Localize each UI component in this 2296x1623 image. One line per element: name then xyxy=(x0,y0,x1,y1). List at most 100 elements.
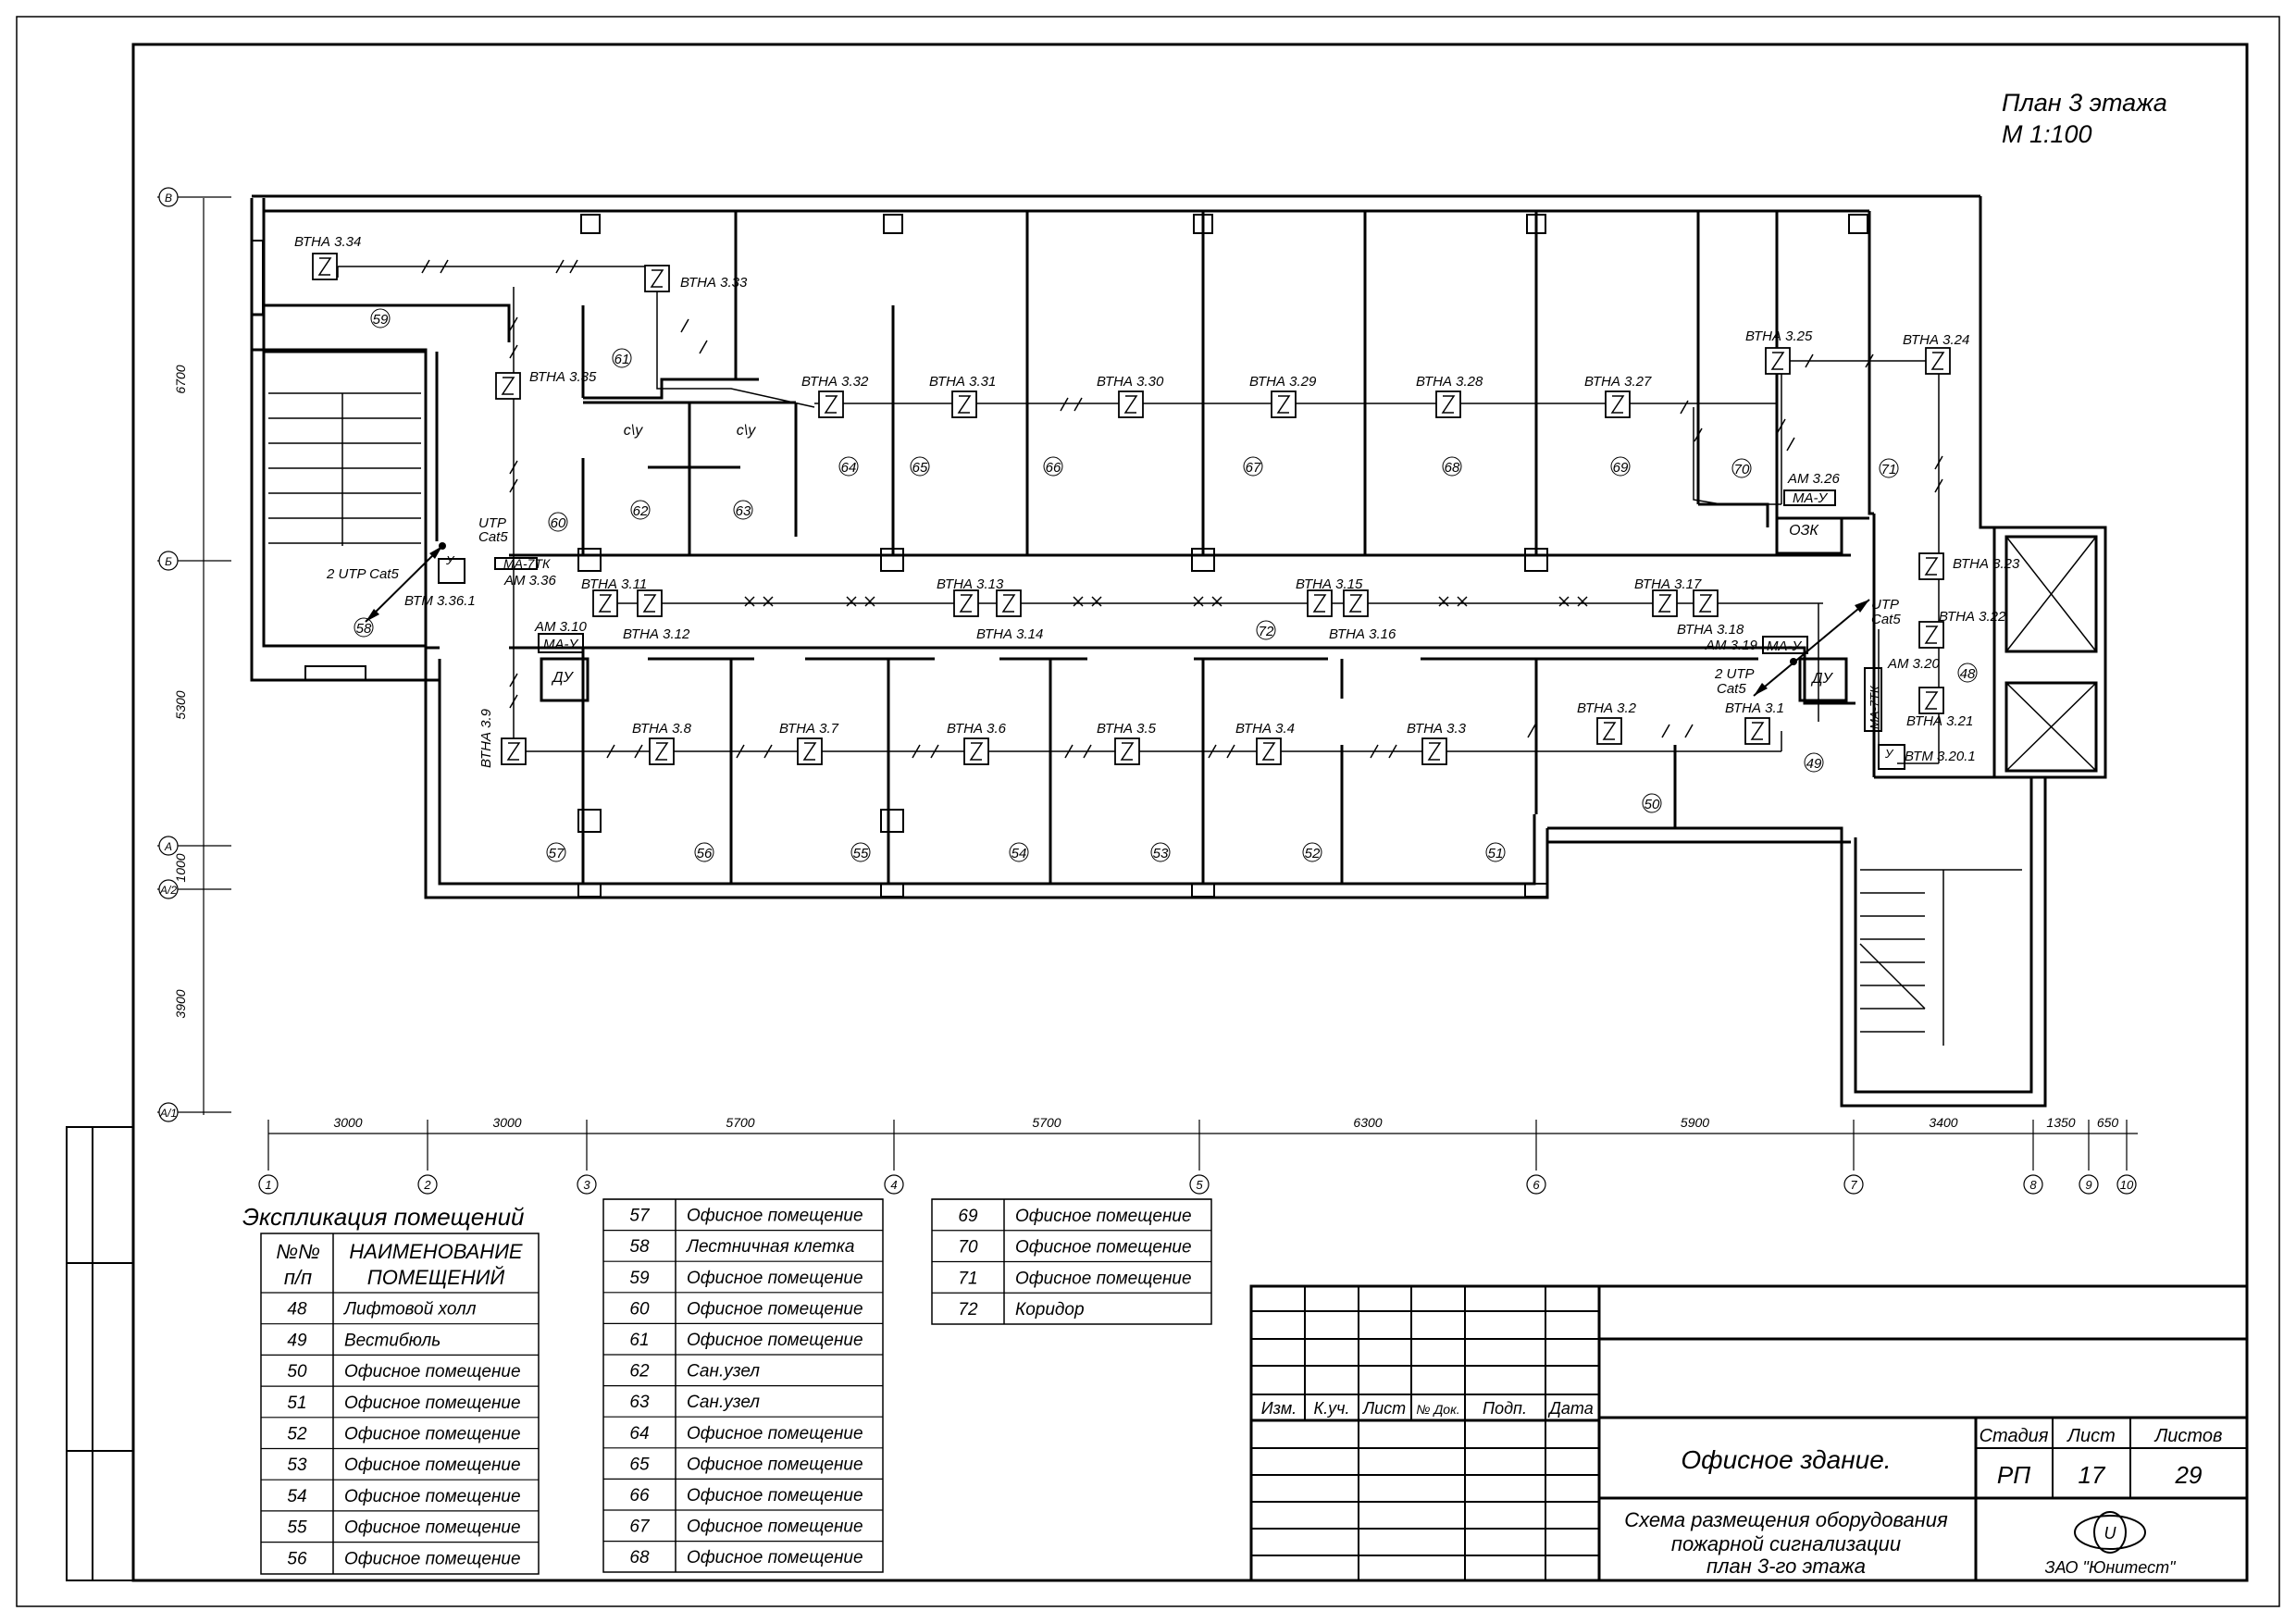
room-name-cell: Офисное помещение xyxy=(344,1518,521,1538)
room-number: 58 xyxy=(356,621,372,637)
heat-detector: ВТНА 3.27 xyxy=(1584,374,1652,418)
room-name-cell: Офисное помещение xyxy=(1015,1269,1192,1288)
heat-detector: ВТНА 3.35 xyxy=(495,369,597,400)
room-number: 51 xyxy=(1488,846,1504,861)
detector-glyph xyxy=(598,594,613,613)
room-number: 67 xyxy=(1246,460,1261,476)
plan-title: План 3 этажа М 1:100 xyxy=(2002,89,2167,148)
detector-label: ВТНА 3.16 xyxy=(1329,626,1396,642)
column-axis-marker xyxy=(1843,1174,1864,1195)
break-mark xyxy=(509,673,518,688)
room-number: 59 xyxy=(373,312,389,328)
break-mark xyxy=(606,744,615,759)
room-number-marker xyxy=(838,456,859,477)
cable-label: Cat5 xyxy=(1717,681,1746,697)
detector-glyph xyxy=(1924,691,1939,710)
room-name-cell: Офисное помещение xyxy=(344,1362,521,1381)
room-number-cell: 55 xyxy=(287,1518,307,1538)
cable-label: 2 UTP xyxy=(1714,666,1755,682)
detector-glyph xyxy=(1120,742,1135,761)
break-mark xyxy=(634,744,643,759)
detector-label: ВТНА 3.17 xyxy=(1634,576,1702,592)
detector-glyph xyxy=(654,742,669,761)
room-number-cell: 58 xyxy=(629,1237,650,1257)
room-number-marker xyxy=(1150,842,1171,862)
break-mark xyxy=(509,694,518,709)
detector-glyph xyxy=(824,395,838,414)
cable-label: UTP xyxy=(1871,597,1899,613)
column-axis-label: 1 xyxy=(265,1178,271,1192)
room-name-cell: Офисное помещение xyxy=(687,1455,863,1474)
row-dimension: 3900 xyxy=(173,989,188,1018)
detector-label: ВТНА 3.15 xyxy=(1296,576,1363,592)
break-mark xyxy=(555,259,565,274)
binding-strip xyxy=(66,1126,134,1581)
row-axis-label: Б xyxy=(165,555,172,568)
detector-glyph xyxy=(957,395,972,414)
room-number: 61 xyxy=(614,352,630,367)
break-mark xyxy=(1661,724,1670,738)
room-label: ОЗК xyxy=(1789,523,1819,539)
rev-header: К.уч. xyxy=(1314,1399,1350,1418)
break-mark xyxy=(1064,744,1074,759)
room-number: 68 xyxy=(1445,460,1460,476)
explication-row: 65 Офисное помещение xyxy=(629,1455,863,1474)
module-label: АМ 3.36 xyxy=(503,573,557,588)
heat-detector: ВТНА 3.31 xyxy=(929,374,996,418)
room-number-marker xyxy=(1804,752,1824,773)
detector-glyph xyxy=(969,742,984,761)
room-number: 57 xyxy=(549,846,565,861)
heat-detector: ВТНА 3.7 xyxy=(779,721,839,765)
heat-detector: ВТНА 3.4 xyxy=(1235,721,1295,765)
module-label: МА-У xyxy=(543,637,578,652)
room-number: 55 xyxy=(853,846,869,861)
company-name: ЗАО "Юнитест" xyxy=(2045,1558,2178,1577)
detector-glyph xyxy=(506,742,521,761)
detector-glyph xyxy=(1427,742,1442,761)
detector-glyph xyxy=(1610,395,1625,414)
column-axis-marker xyxy=(577,1174,597,1195)
room-number-cell: 71 xyxy=(958,1269,977,1288)
detector-label: ВТНА 3.3 xyxy=(1407,721,1467,737)
room-name-cell: Офисное помещение xyxy=(1015,1207,1192,1226)
break-mark xyxy=(736,744,745,759)
heat-detector: ВТНА 3.29 xyxy=(1249,374,1317,418)
modules xyxy=(365,489,1905,770)
room-number: 70 xyxy=(1734,462,1750,477)
room-number-marker xyxy=(1957,663,1978,683)
detector-glyph xyxy=(642,594,657,613)
cable-label: Cat5 xyxy=(478,529,508,545)
heat-detector: ВТНА 3.2 xyxy=(1577,700,1637,745)
header-number-sub: п/п xyxy=(284,1266,312,1289)
heat-detector: ВТНА 3.6 xyxy=(947,721,1007,765)
room-number-marker xyxy=(612,348,632,368)
detector-label: ВТНА 3.6 xyxy=(947,721,1007,737)
detector-label: ВТНА 3.4 xyxy=(1235,721,1295,737)
columns xyxy=(251,214,1868,898)
detector-glyph xyxy=(650,269,664,288)
break-mark xyxy=(1074,397,1083,412)
detector-glyph xyxy=(1312,594,1327,613)
column-axis-label: 6 xyxy=(1533,1178,1540,1192)
sheets-label: Листов xyxy=(2153,1426,2223,1446)
rev-header: № Док. xyxy=(1416,1402,1459,1417)
module-label: МА-7ТК xyxy=(1868,685,1881,729)
heat-detector: ВТНА 3.23 xyxy=(1918,552,2020,580)
room-number-marker xyxy=(1879,458,1899,478)
column-axis-marker xyxy=(417,1174,438,1195)
room-number-cell: 65 xyxy=(629,1455,650,1474)
room-label: ДУ xyxy=(1810,671,1833,687)
room-name-cell: Офисное помещение xyxy=(344,1549,521,1568)
cross-mark xyxy=(1091,596,1102,607)
heat-detector: ВТНА 3.16 xyxy=(1329,589,1396,642)
